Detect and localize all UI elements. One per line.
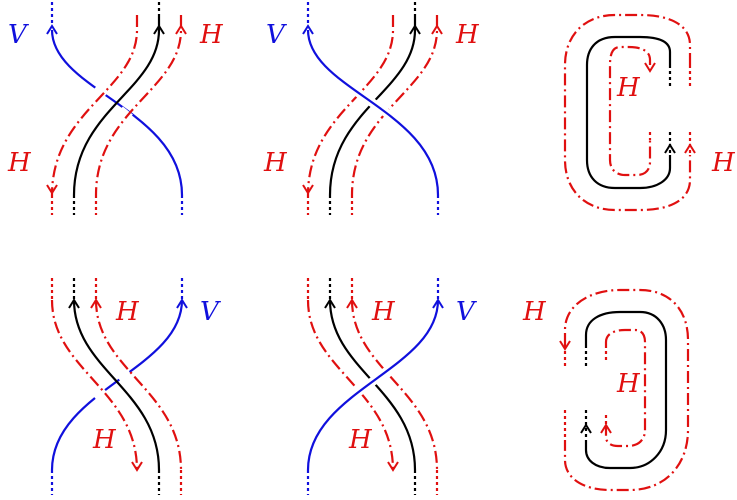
panel-bottom-left: H V H xyxy=(50,278,221,495)
arrow-icon xyxy=(131,461,143,472)
arrow-icon xyxy=(644,62,656,73)
label-v: V xyxy=(8,20,29,50)
arrow-icon xyxy=(432,298,444,309)
label-h: H xyxy=(7,148,32,178)
h-strand-left xyxy=(50,299,139,471)
arrow-icon xyxy=(153,24,165,35)
panel-top-middle: V H H xyxy=(263,2,480,215)
label-h: H xyxy=(371,297,396,327)
arrow-icon xyxy=(302,184,314,195)
arrow-icon xyxy=(176,298,188,309)
h-strand-outer xyxy=(563,13,692,212)
arrow-icon xyxy=(580,423,592,434)
arrow-icon xyxy=(559,340,571,351)
label-v: V xyxy=(456,297,477,327)
arrow-icon xyxy=(684,143,696,154)
arrow-icon xyxy=(175,24,187,35)
arrow-icon xyxy=(46,184,58,195)
panel-top-right: H H xyxy=(563,13,736,212)
label-h: H xyxy=(199,20,224,50)
label-h: H xyxy=(522,297,547,327)
label-h: H xyxy=(263,148,288,178)
h-strand-right xyxy=(350,15,439,196)
label-h: H xyxy=(348,425,373,455)
core-strand xyxy=(584,310,668,470)
arrow-icon xyxy=(302,24,314,35)
h-strand-left xyxy=(306,15,395,196)
core-strand xyxy=(328,15,417,196)
panel-bottom-right: H H xyxy=(522,288,690,492)
arrow-icon xyxy=(431,24,443,35)
core-strand xyxy=(72,299,161,471)
h-strand-left xyxy=(306,299,395,471)
arrow-icon xyxy=(600,423,612,434)
arrow-icon xyxy=(409,24,421,35)
core-strand xyxy=(72,15,161,196)
label-h: H xyxy=(455,20,480,50)
h-strand-inner xyxy=(604,328,647,448)
v-strand xyxy=(306,29,440,196)
label-v: V xyxy=(200,297,221,327)
label-h: H xyxy=(92,425,117,455)
v-strand xyxy=(306,299,440,471)
label-h: H xyxy=(711,148,736,178)
h-strand-left xyxy=(50,15,139,196)
h-strand-right xyxy=(94,15,183,196)
label-h: H xyxy=(616,73,641,103)
arrow-icon xyxy=(324,298,336,309)
arrow-icon xyxy=(346,298,358,309)
label-v: V xyxy=(266,20,287,50)
h-strand-right xyxy=(94,299,183,471)
arrow-icon xyxy=(90,298,102,309)
core-strand xyxy=(585,35,672,190)
v-strand xyxy=(50,29,184,196)
panel-top-left: V H H xyxy=(7,2,224,215)
panel-bottom-middle: H V H xyxy=(303,278,477,495)
h-strand-inner xyxy=(608,45,652,177)
label-h: H xyxy=(115,297,140,327)
arrow-icon xyxy=(387,461,399,472)
label-h: H xyxy=(616,369,641,399)
arrow-icon xyxy=(664,143,676,154)
h-strand-right xyxy=(350,299,439,471)
arrow-icon xyxy=(46,24,58,35)
arrow-icon xyxy=(68,298,80,309)
